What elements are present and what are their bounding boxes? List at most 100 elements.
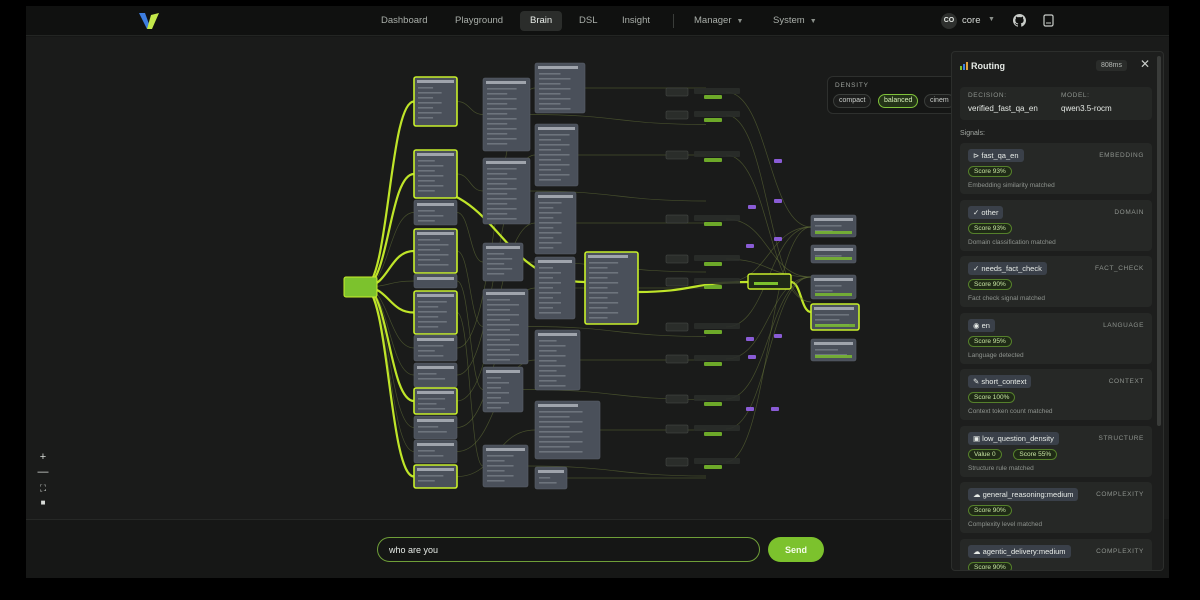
graph-node-row[interactable] <box>539 451 583 453</box>
decision-label-chip[interactable] <box>694 215 740 221</box>
route-marker[interactable] <box>746 244 754 248</box>
graph-node-row[interactable] <box>539 287 553 289</box>
graph-node-row[interactable] <box>539 416 570 418</box>
graph-node-row[interactable] <box>539 307 553 309</box>
graph-node-row[interactable] <box>487 334 519 336</box>
route-marker[interactable] <box>771 407 779 411</box>
nav-playground[interactable]: Playground <box>455 15 504 26</box>
graph-node-title[interactable] <box>538 470 564 473</box>
graph-node-row[interactable] <box>589 267 608 269</box>
graph-node-row[interactable] <box>487 168 517 170</box>
graph-node[interactable] <box>413 334 458 362</box>
graph-node-row[interactable] <box>487 309 510 311</box>
graph-node-row[interactable] <box>487 253 505 255</box>
decision-score-chip[interactable] <box>704 222 722 226</box>
graph-node-row[interactable] <box>487 304 519 306</box>
graph-node[interactable] <box>534 256 576 320</box>
graph-node-row[interactable] <box>815 319 840 321</box>
graph-node-row[interactable] <box>487 123 508 125</box>
selected-decision-bar[interactable] <box>754 282 778 285</box>
decision-score-chip[interactable] <box>704 362 722 366</box>
graph-node-row[interactable] <box>539 477 551 479</box>
graph-node-row[interactable] <box>539 340 557 342</box>
graph-node-row[interactable] <box>487 475 514 477</box>
graph-node-row[interactable] <box>539 370 557 372</box>
graph-node-row[interactable] <box>539 267 553 269</box>
graph-node-row[interactable] <box>487 208 517 210</box>
routing-graph[interactable] <box>26 37 951 519</box>
graph-node-title[interactable] <box>417 366 454 369</box>
graph-node[interactable] <box>534 329 581 391</box>
graph-node-row[interactable] <box>589 262 619 264</box>
graph-node-row[interactable] <box>487 183 508 185</box>
graph-node-row[interactable] <box>487 480 505 482</box>
route-marker[interactable] <box>748 205 756 209</box>
nav-dashboard[interactable]: Dashboard <box>381 15 428 26</box>
graph-node-row[interactable] <box>487 344 519 346</box>
graph-node-title[interactable] <box>814 248 853 251</box>
lock-icon[interactable]: ■ <box>40 498 46 507</box>
decision-score-chip[interactable] <box>704 158 722 162</box>
graph-node-row[interactable] <box>487 382 509 384</box>
graph-node-row[interactable] <box>815 255 842 257</box>
graph-node-row[interactable] <box>487 359 510 361</box>
graph-node-row[interactable] <box>487 354 519 356</box>
decision-label-chip[interactable] <box>694 151 740 157</box>
graph-node-row[interactable] <box>418 311 447 313</box>
route-marker[interactable] <box>746 407 754 411</box>
root-node[interactable] <box>343 276 378 298</box>
graph-node[interactable] <box>482 157 531 225</box>
graph-node[interactable] <box>413 149 458 199</box>
user-avatar[interactable]: CO <box>941 13 957 29</box>
density-compact-button[interactable]: compact <box>833 94 872 108</box>
decision-label-chip[interactable] <box>694 395 740 401</box>
decision-score-chip[interactable] <box>704 285 722 289</box>
graph-node-title[interactable] <box>538 127 575 130</box>
graph-node[interactable] <box>413 199 458 226</box>
graph-node-title[interactable] <box>417 153 454 156</box>
graph-node-row[interactable] <box>487 299 510 301</box>
graph-node-row[interactable] <box>539 355 566 357</box>
graph-node-row[interactable] <box>539 103 561 105</box>
graph-node-row[interactable] <box>418 117 434 119</box>
route-marker[interactable] <box>774 199 782 203</box>
decision-score-chip[interactable] <box>704 330 722 334</box>
decision-label-chip[interactable] <box>694 88 740 94</box>
graph-node-title[interactable] <box>417 338 454 341</box>
graph-node-row[interactable] <box>539 302 561 304</box>
zoom-out-icon[interactable]: — <box>37 466 49 478</box>
graph-node-row[interactable] <box>539 222 562 224</box>
graph-node-row[interactable] <box>487 455 514 457</box>
decision-score-chip[interactable] <box>704 262 722 266</box>
graph-node-row[interactable] <box>539 227 554 229</box>
graph-node-row[interactable] <box>418 190 435 192</box>
chevron-down-icon[interactable]: ▼ <box>988 16 995 23</box>
graph-node-row[interactable] <box>487 193 508 195</box>
graph-node-title[interactable] <box>814 342 853 345</box>
graph-node-row[interactable] <box>539 174 570 176</box>
graph-node-row[interactable] <box>539 73 561 75</box>
decision-chip[interactable] <box>665 150 689 160</box>
graph-node-row[interactable] <box>539 380 557 382</box>
graph-node-row[interactable] <box>418 426 439 428</box>
graph-node-row[interactable] <box>418 165 444 167</box>
decision-label-chip[interactable] <box>694 355 740 361</box>
graph-node-row[interactable] <box>539 202 562 204</box>
decision-chip[interactable] <box>665 110 689 120</box>
graph-node-row[interactable] <box>487 268 513 270</box>
graph-node-row[interactable] <box>418 215 444 217</box>
graph-node-row[interactable] <box>418 210 435 212</box>
graph-node-row[interactable] <box>539 292 561 294</box>
graph-node-row[interactable] <box>418 301 447 303</box>
graph-node-row[interactable] <box>539 272 561 274</box>
graph-node-row[interactable] <box>539 237 554 239</box>
graph-node-title[interactable] <box>417 277 454 280</box>
graph-node-row[interactable] <box>487 349 510 351</box>
graph-node[interactable] <box>482 242 524 282</box>
graph-node-row[interactable] <box>539 426 570 428</box>
graph-node-row[interactable] <box>487 329 510 331</box>
graph-node-title[interactable] <box>538 195 573 198</box>
graph-node-row[interactable] <box>418 244 449 246</box>
graph-node-row[interactable] <box>418 254 449 256</box>
